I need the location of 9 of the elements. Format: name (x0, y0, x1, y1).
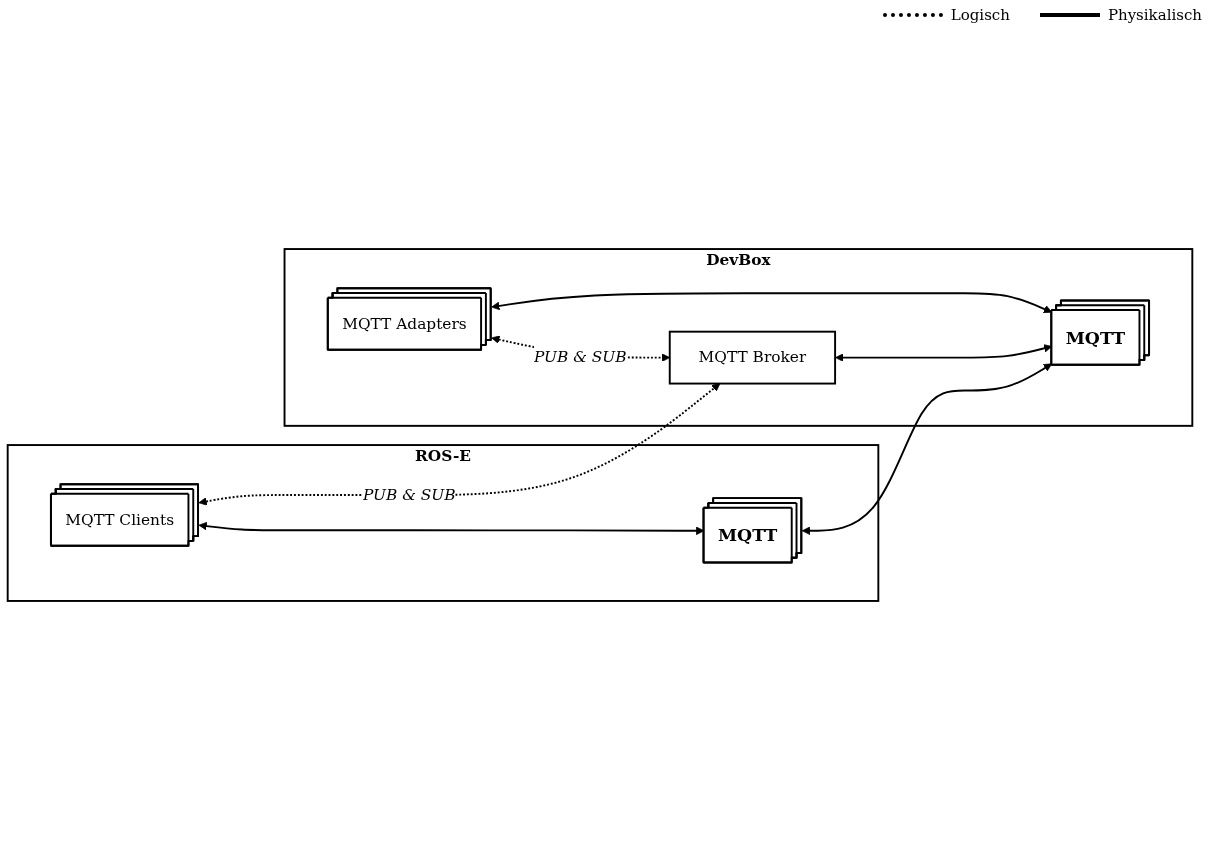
edge-label: PUB & SUB (533, 348, 627, 367)
arrow (198, 521, 705, 535)
arrow (801, 363, 1053, 535)
edge-label: PUB & SUB (362, 485, 456, 504)
legend-text: Logisch (950, 6, 1010, 24)
legend-text: Physikalisch (1107, 6, 1202, 24)
node-box: MQTT Broker (668, 330, 837, 385)
arrow (835, 344, 1053, 362)
arrow (491, 292, 1053, 314)
